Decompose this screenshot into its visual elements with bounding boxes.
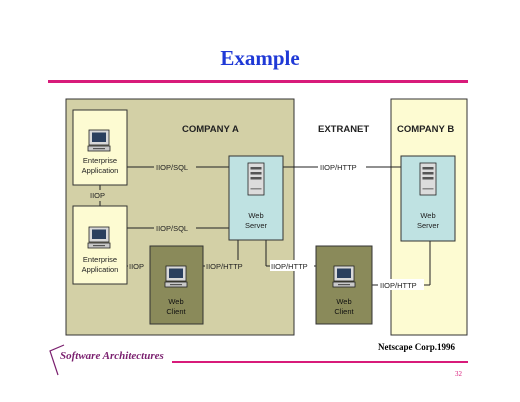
web-client-a-node: Web Client: [149, 245, 204, 325]
web-server-b-node: Web Server: [400, 155, 456, 242]
link-label-clientA-server: IIOP/HTTP: [206, 262, 243, 271]
company-b-label: COMPANY B: [397, 124, 454, 135]
link-label-app2-server: IIOP/SQL: [156, 224, 188, 233]
svg-text:Application: Application: [82, 265, 119, 274]
link-label-app1-server: IIOP/SQL: [156, 163, 188, 172]
computer-icon: [164, 265, 188, 288]
footer-text: Software Architectures: [60, 350, 164, 362]
link-label-app2-clientA: IIOP: [129, 262, 144, 271]
footer-rule: [172, 361, 468, 363]
server-icon: [247, 162, 265, 196]
computer-icon: [332, 265, 356, 288]
svg-text:Application: Application: [82, 166, 119, 175]
title-rule: [48, 80, 468, 83]
svg-text:Web: Web: [168, 297, 183, 306]
svg-text:Web: Web: [248, 211, 263, 220]
computer-icon: [87, 129, 111, 152]
svg-text:Server: Server: [417, 221, 440, 230]
footer-logo-icon: [49, 344, 65, 376]
svg-text:Web: Web: [336, 297, 351, 306]
credit-text: Netscape Corp.1996: [378, 342, 455, 352]
company-a-label: COMPANY A: [182, 124, 239, 135]
link-label-clientExt-serverB: IIOP/HTTP: [380, 281, 417, 290]
link-label-app1-app2: IIOP: [90, 191, 105, 200]
svg-text:Client: Client: [166, 307, 186, 316]
svg-text:Client: Client: [334, 307, 354, 316]
slide-title: Example: [220, 46, 300, 70]
svg-text:Server: Server: [245, 221, 268, 230]
extranet-label: EXTRANET: [318, 124, 369, 135]
svg-text:Enterprise: Enterprise: [83, 255, 117, 264]
web-server-a-node: Web Server: [228, 155, 284, 241]
svg-text:Enterprise: Enterprise: [83, 156, 117, 165]
server-icon: [419, 162, 437, 196]
enterprise-app-1-node: Enterprise Application: [72, 109, 128, 186]
computer-icon: [87, 226, 111, 249]
svg-text:Web: Web: [420, 211, 435, 220]
link-label-server-clientExt: IIOP/HTTP: [271, 262, 308, 271]
page-number: 32: [455, 370, 462, 378]
link-label-serverA-serverB: IIOP/HTTP: [320, 163, 357, 172]
web-client-extranet-node: Web Client: [315, 245, 373, 325]
enterprise-app-2-node: Enterprise Application: [72, 205, 128, 285]
